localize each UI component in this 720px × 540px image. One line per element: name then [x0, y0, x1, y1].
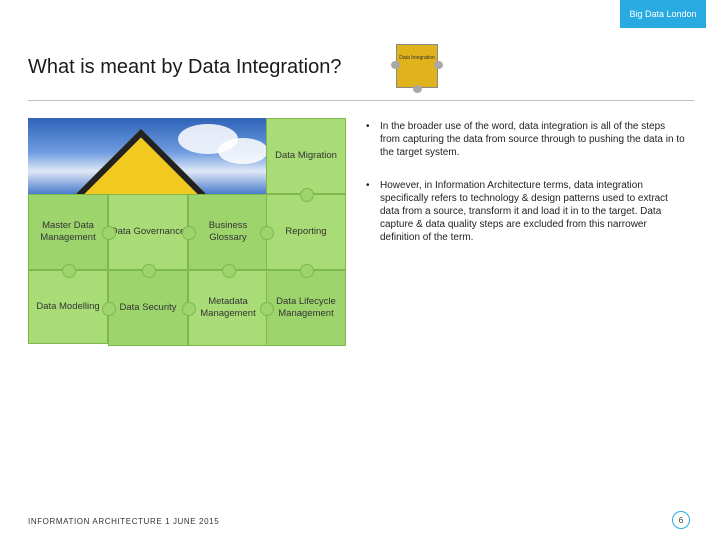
piece-label: Business Glossary	[208, 220, 248, 243]
piece-label: Data Lifecycle Management	[276, 296, 336, 319]
puzzle-knob	[260, 302, 274, 316]
title-divider	[28, 100, 694, 101]
puzzle-piece-data-security: Data Security	[108, 270, 188, 346]
bullet-item: • In the broader use of the word, data i…	[366, 120, 686, 159]
piece-label: Data Governance	[110, 226, 186, 237]
puzzle-knob	[182, 226, 196, 240]
data-integration-badge: Data Integration	[391, 44, 443, 93]
puzzle-knob	[260, 226, 274, 240]
puzzle-piece-metadata-management: Metadata Management	[188, 270, 268, 346]
badge-knob-right	[434, 61, 443, 69]
page-number: 6	[672, 511, 690, 529]
puzzle-piece-data-governance: Data Governance	[108, 194, 188, 270]
piece-label: Reporting	[285, 226, 327, 237]
badge-label: Data Integration	[399, 55, 435, 61]
puzzle-knob	[300, 188, 314, 202]
puzzle-piece-data-migration: Data Migration	[266, 118, 346, 194]
page-number-label: 6	[678, 515, 684, 525]
puzzle-knob	[62, 264, 76, 278]
brand-tab: Big Data London	[620, 0, 706, 28]
puzzle-knob	[222, 264, 236, 278]
bullet-dot: •	[366, 121, 370, 132]
piece-label: Metadata Management	[200, 296, 256, 319]
puzzle-knob	[102, 302, 116, 316]
puzzle-piece-data-lifecycle-management: Data Lifecycle Management	[266, 270, 346, 346]
bullet-list: • In the broader use of the word, data i…	[366, 120, 686, 264]
piece-label: Master Data Management	[40, 220, 96, 243]
puzzle-piece-data-modelling: Data Modelling	[28, 270, 108, 344]
brand-label: Big Data London	[629, 9, 697, 19]
bullet-dot: •	[366, 180, 370, 191]
badge-knob-bottom	[413, 85, 422, 93]
bullet-text: In the broader use of the word, data int…	[380, 121, 685, 158]
bullet-text: However, in Information Architecture ter…	[380, 180, 668, 243]
piece-label: Data Modelling	[36, 301, 100, 312]
piece-label: Data Security	[119, 302, 177, 313]
warning-sign-photo	[28, 118, 266, 194]
piece-label: Data Migration	[275, 150, 337, 161]
puzzle-knob	[102, 226, 116, 240]
badge-knob-left	[391, 61, 400, 69]
slide-title: What is meant by Data Integration?	[28, 56, 342, 78]
puzzle-knob	[300, 264, 314, 278]
puzzle-piece-reporting: Reporting	[266, 194, 346, 270]
puzzle-piece-business-glossary: Business Glossary	[188, 194, 268, 270]
puzzle-knob	[142, 264, 156, 278]
puzzle-piece-master-data-management: Master Data Management	[28, 194, 108, 270]
bullet-item: • However, in Information Architecture t…	[366, 179, 686, 244]
puzzle-knob	[182, 302, 196, 316]
slide-footer: INFORMATION ARCHITECTURE 1 JUNE 2015	[28, 517, 220, 526]
